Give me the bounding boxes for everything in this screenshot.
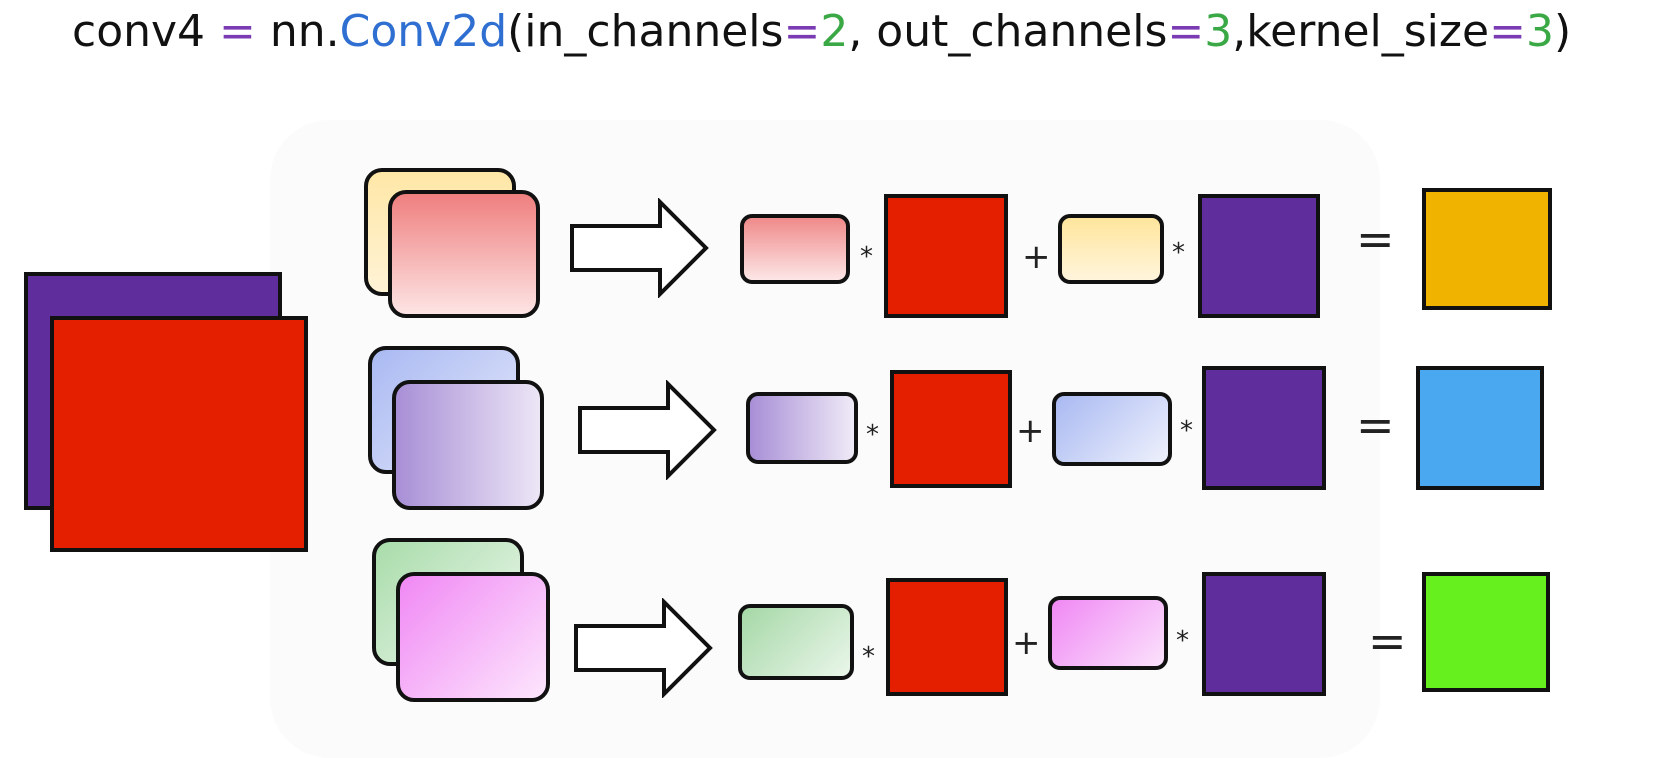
row1-times-1: *: [860, 242, 873, 272]
output-channel-2: [1416, 366, 1544, 490]
code-arg-in: (in_channels: [507, 6, 784, 57]
row1-times-2: *: [1172, 238, 1185, 268]
row3-times-1: *: [862, 642, 875, 672]
row1-kernel-red: [740, 214, 850, 284]
row1-equals: =: [1356, 212, 1395, 266]
row1-plus: +: [1022, 237, 1051, 277]
code-eq-out: =: [1167, 6, 1205, 57]
arrow-right-icon: [574, 598, 713, 698]
row1-input-purple: [1198, 194, 1320, 318]
code-assign: =: [205, 6, 270, 57]
row2-times-1: *: [866, 420, 879, 450]
filter-1-kernel-red: [388, 190, 540, 318]
input-channel-1: [50, 316, 308, 552]
row3-input-red: [886, 578, 1008, 696]
code-out-value: 3: [1204, 6, 1233, 57]
row2-input-purple: [1202, 366, 1326, 490]
code-module: nn.: [269, 6, 340, 57]
code-kernel-value: 3: [1525, 6, 1554, 57]
row2-equals: =: [1356, 398, 1395, 452]
output-channel-3: [1422, 572, 1550, 692]
row3-kernel-green: [738, 604, 854, 680]
row3-equals: =: [1368, 614, 1407, 668]
arrow-right-icon: [570, 198, 709, 298]
filter-2-kernel-purple: [392, 380, 544, 510]
row2-input-red: [890, 370, 1012, 488]
code-var: conv4: [72, 6, 206, 57]
code-arg-out: , out_channels: [848, 6, 1168, 57]
code-arg-kernel: ,kernel_size: [1232, 6, 1490, 57]
row3-plus: +: [1012, 623, 1041, 663]
code-eq-in: =: [783, 6, 821, 57]
row3-input-purple: [1202, 572, 1326, 696]
row1-kernel-yellow: [1058, 214, 1164, 284]
row2-plus: +: [1016, 411, 1045, 451]
code-close: ): [1553, 6, 1572, 57]
code-eq-kernel: =: [1489, 6, 1526, 57]
row2-kernel-blue: [1052, 392, 1172, 466]
row2-times-2: *: [1180, 416, 1193, 446]
code-in-value: 2: [820, 6, 849, 57]
row3-kernel-pink: [1048, 596, 1168, 670]
row1-input-red: [884, 194, 1008, 318]
code-line: conv4 = nn.Conv2d(in_channels=2, out_cha…: [72, 6, 1571, 57]
arrow-right-icon: [578, 380, 717, 480]
filter-3-kernel-pink: [396, 572, 550, 702]
row3-times-2: *: [1176, 626, 1189, 656]
row2-kernel-purple: [746, 392, 858, 464]
code-class: Conv2d: [339, 6, 508, 57]
output-channel-1: [1422, 188, 1552, 310]
